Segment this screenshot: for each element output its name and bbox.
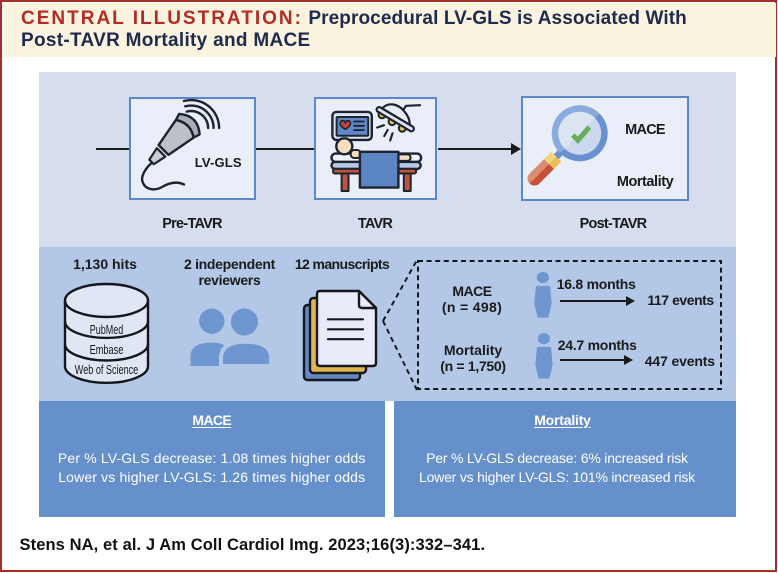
- svg-text:Embase: Embase: [90, 342, 124, 357]
- svg-text:Web of Science: Web of Science: [75, 362, 138, 377]
- svg-text:PubMed: PubMed: [90, 322, 124, 337]
